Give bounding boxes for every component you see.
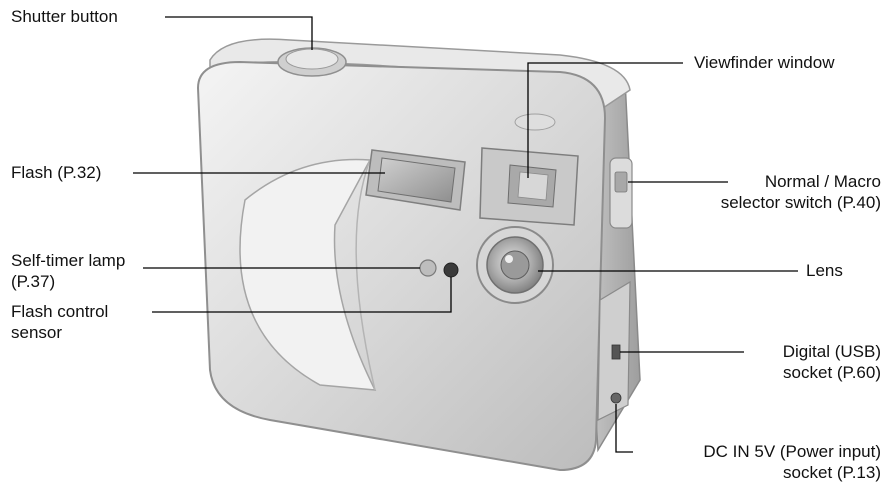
label-dc-in-socket-line1: DC IN 5V (Power input) [703,442,881,461]
label-normal-macro-switch: Normal / Macro selector switch (P.40) [721,171,881,213]
label-self-timer-lamp: Self-timer lamp (P.37) [11,250,125,292]
label-flash-control-sensor-line1: Flash control [11,302,109,321]
leader-viewfinder-window [527,62,683,178]
leader-dc-in-socket [615,404,633,453]
label-digital-usb-socket: Digital (USB) socket (P.60) [783,341,881,383]
leader-shutter-button [165,16,313,50]
label-normal-macro-switch-line2: selector switch (P.40) [720,193,881,212]
label-lens: Lens [806,261,843,280]
label-dc-in-socket: DC IN 5V (Power input) socket (P.13) [703,441,881,483]
label-shutter-button: Shutter button [11,7,118,26]
label-flash-control-sensor: Flash control sensor [11,301,108,343]
label-self-timer-lamp-line1: Self-timer lamp [11,251,126,270]
label-digital-usb-socket-line1: Digital (USB) [782,342,881,361]
label-dc-in-socket-line2: socket (P.13) [783,463,881,482]
label-self-timer-lamp-line2: (P.37) [11,272,56,291]
label-flash: Flash (P.32) [11,163,102,182]
label-digital-usb-socket-line2: socket (P.60) [783,363,881,382]
camera-body [196,38,641,472]
leader-lines [133,16,798,453]
label-viewfinder-window: Viewfinder window [694,53,835,72]
label-normal-macro-switch-line1: Normal / Macro [764,172,881,191]
leader-flash-control-sensor [152,277,452,313]
label-flash-control-sensor-line2: sensor [11,323,63,342]
